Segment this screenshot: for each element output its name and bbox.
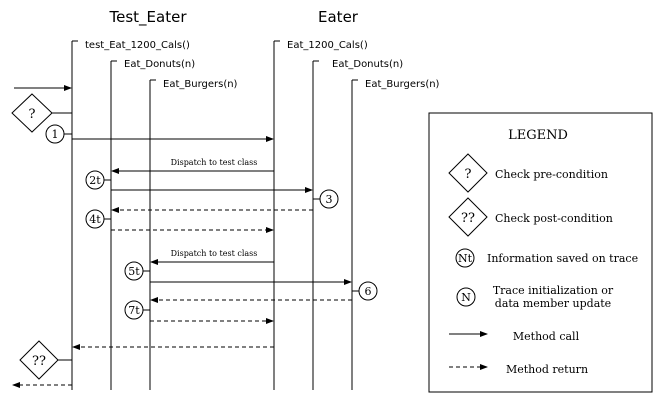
method-eat-donuts: Eat_Donuts(n) [332,59,403,70]
marker-1: 1 [45,124,72,144]
legend-pre-label: Check pre-condition [495,168,608,181]
pre-condition-check: ? [11,93,72,133]
diamond-shape [11,93,53,133]
marker-label: 3 [326,193,333,206]
legend-init-circle [456,287,476,307]
header-test-eater: Test_Eater [109,8,188,27]
marker-2t: 2t [85,170,111,190]
header-eater: Eater [318,8,359,26]
legend-trace-circle [455,248,475,268]
pre-symbol: ? [29,107,36,122]
method-test-eat-1200: test_Eat_1200_Cals() [85,40,190,51]
marker-4t: 4t [85,209,111,229]
marker-label: 2t [89,174,101,187]
post-symbol: ?? [32,354,46,369]
marker-circle [85,209,105,229]
marker-label: 1 [52,128,59,141]
legend-init-label-line2: data member update [495,297,611,310]
legend-call-label: Method call [513,330,580,343]
marker-circle [124,261,144,281]
legend-box [428,112,653,393]
lifelines [71,40,358,390]
legend-trace-symbol: Nt [458,252,473,265]
legend-title: LEGEND [508,128,568,143]
dispatch-label-2: Dispatch to test class [171,249,258,258]
legend-post-diamond [448,197,488,237]
dispatch-label-1: Dispatch to test class [171,158,258,167]
method-eat-burgers: Eat_Burgers(n) [365,79,440,90]
legend-pre-diamond [448,153,488,193]
legend-trace-label: Information saved on trace [487,252,638,265]
method-test-eat-burgers: Eat_Burgers(n) [163,79,238,90]
legend-return-label: Method return [506,363,588,376]
marker-circle [319,189,339,209]
marker-3: 3 [313,189,339,209]
method-eat-1200: Eat_1200_Cals() [287,40,368,51]
marker-label: 6 [365,285,372,298]
method-test-eat-donuts: Eat_Donuts(n) [124,59,195,70]
diamond-shape [19,340,59,380]
marker-6: 6 [352,281,378,301]
legend-post-label: Check post-condition [495,212,613,225]
marker-label: 7t [128,304,140,317]
legend-post-symbol: ?? [461,211,475,226]
post-condition-check: ?? [19,340,72,380]
legend-init-symbol: N [461,291,471,304]
marker-circle [358,281,378,301]
legend-init-label-line1: Trace initialization or [493,284,614,297]
marker-5t: 5t [124,261,150,281]
marker-7t: 7t [124,300,150,320]
legend: LEGEND ? Check pre-condition ?? Check po… [428,112,653,393]
legend-pre-symbol: ? [465,167,472,182]
marker-circle [45,124,65,144]
marker-label: 5t [128,265,140,278]
marker-label: 4t [89,213,101,226]
marker-circle [85,170,105,190]
marker-circle [124,300,144,320]
